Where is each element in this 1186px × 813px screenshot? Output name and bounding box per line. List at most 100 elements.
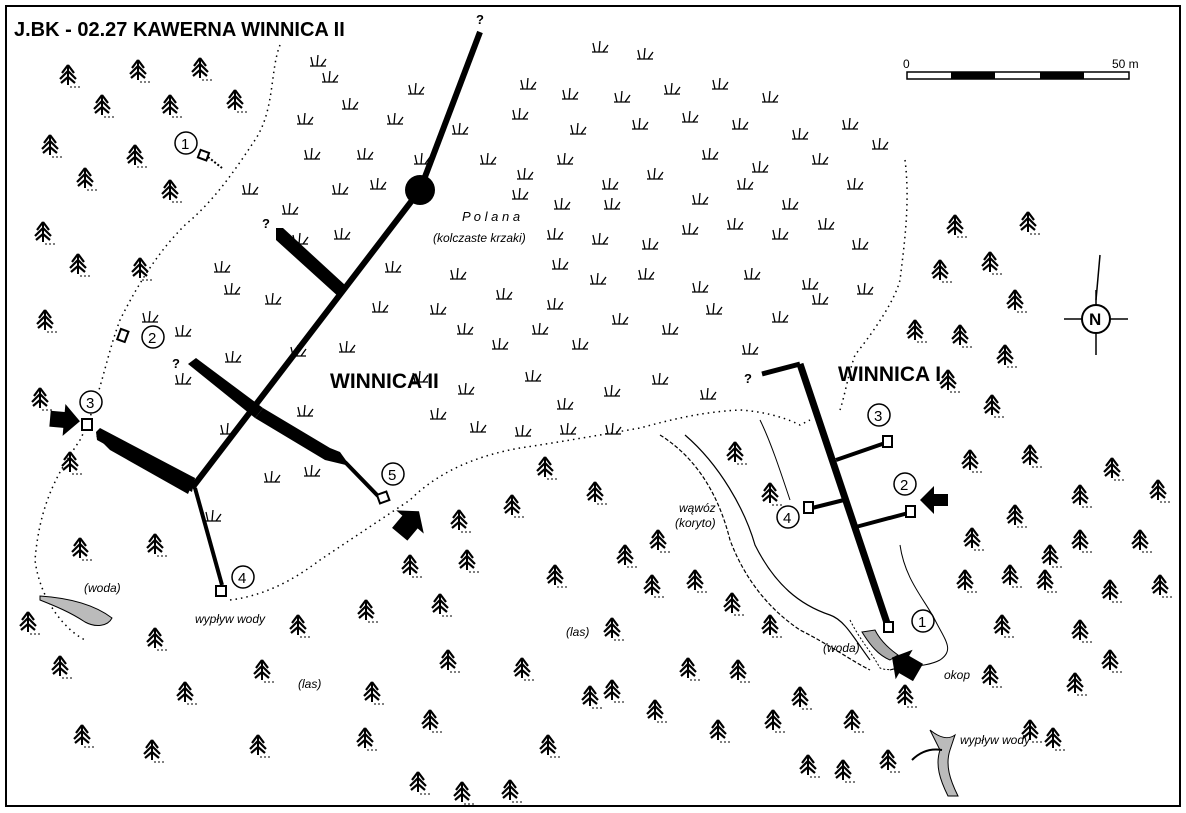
bush-icon	[557, 397, 574, 410]
bush-icon	[430, 302, 447, 315]
tree-icon	[1071, 484, 1094, 508]
bush-icon	[562, 87, 579, 100]
bush-icon	[339, 340, 356, 353]
bush-icon	[742, 342, 759, 355]
bush-icon	[712, 77, 729, 90]
bush-icon	[304, 464, 321, 477]
svg-text:2: 2	[148, 330, 156, 347]
tree-icon	[963, 527, 986, 551]
svg-text:4: 4	[783, 510, 791, 527]
svg-text:4: 4	[238, 570, 246, 587]
tree-icon	[764, 709, 787, 733]
tree-icon	[69, 253, 92, 277]
bush-icon	[512, 187, 529, 200]
tree-symbols	[19, 57, 1174, 805]
svg-text:1: 1	[181, 136, 189, 153]
entrance-label-w1-3: 3	[867, 403, 891, 427]
bush-icon	[458, 382, 475, 395]
map-title: J.BK - 02.27 KAWERNA WINNICA II	[14, 19, 345, 41]
bush-icon	[357, 147, 374, 160]
tree-icon	[1101, 649, 1124, 673]
bush-icon	[297, 112, 314, 125]
svg-text:2: 2	[900, 477, 908, 494]
bush-icon	[647, 167, 664, 180]
tree-icon	[946, 214, 969, 238]
entrance-markers-w2	[81, 148, 391, 597]
tree-icon	[176, 681, 199, 705]
bush-icon	[304, 147, 321, 160]
bush-icon	[612, 312, 629, 325]
scale-end-label: 50 m	[1112, 57, 1139, 71]
bush-icon	[852, 237, 869, 250]
tree-icon	[357, 599, 380, 623]
tree-icon	[1149, 479, 1172, 503]
bush-icon	[700, 387, 717, 400]
bush-icon	[452, 122, 469, 135]
riverbed-label: (koryto)	[675, 516, 716, 530]
tree-icon	[761, 614, 784, 638]
tree-icon	[19, 611, 42, 635]
bush-icon	[387, 112, 404, 125]
bush-icon	[637, 47, 654, 60]
bush-icon	[264, 470, 281, 483]
tunnel-system-winnica-1	[761, 361, 913, 628]
tree-icon	[686, 569, 709, 593]
tree-icon	[536, 456, 559, 480]
tree-icon	[1071, 529, 1094, 553]
tree-icon	[93, 94, 116, 118]
bush-icon	[857, 282, 874, 295]
tree-icon	[131, 257, 154, 281]
bush-icon	[727, 217, 744, 230]
tree-icon	[679, 657, 702, 681]
winnica-1-label: WINNICA I	[838, 363, 941, 386]
tree-icon	[191, 57, 214, 81]
bush-icon	[175, 324, 192, 337]
tree-icon	[146, 627, 169, 651]
bush-icon	[605, 422, 622, 435]
bush-icon	[512, 107, 529, 120]
bush-icon	[802, 277, 819, 290]
tree-icon	[709, 719, 732, 743]
tree-icon	[59, 64, 82, 88]
bush-icon	[225, 350, 242, 363]
bush-icon	[290, 344, 307, 357]
water-label-left: (woda)	[84, 581, 121, 595]
tree-icon	[791, 686, 814, 710]
bush-icon	[692, 192, 709, 205]
ravine	[659, 419, 949, 671]
tree-icon	[41, 134, 64, 158]
bush-icon	[492, 337, 509, 350]
ravine-label: wąwóz	[679, 501, 716, 515]
entrance-numbers-w1: 1 2 3 4	[776, 403, 935, 633]
spring-label-left: wypływ wody	[195, 612, 266, 626]
bush-icon	[842, 117, 859, 130]
tree-icon	[1006, 289, 1029, 313]
svg-text:?: ?	[172, 356, 180, 371]
bush-icon	[604, 384, 621, 397]
entrance-label-w1-2: 2	[893, 472, 917, 496]
bush-icon	[664, 82, 681, 95]
tree-icon	[34, 221, 57, 245]
tree-icon	[126, 144, 149, 168]
bush-icon	[642, 237, 659, 250]
trench-label: okop	[944, 668, 970, 682]
tree-icon	[249, 734, 272, 758]
bush-icon	[480, 152, 497, 165]
tree-icon	[71, 537, 94, 561]
bush-icon	[818, 217, 835, 230]
tree-icon	[1066, 672, 1089, 696]
bush-icon	[372, 300, 389, 313]
bush-icon	[772, 310, 789, 323]
bush-icon	[175, 372, 192, 385]
entrance-label-w2-1: 1	[174, 131, 198, 155]
bush-icon	[322, 70, 339, 83]
tree-icon	[1103, 457, 1126, 481]
unknown-continuation-marks: ? ? ? ?	[172, 12, 752, 386]
tree-icon	[586, 481, 609, 505]
bush-icon	[752, 160, 769, 173]
bush-icon	[812, 292, 829, 305]
tree-icon	[726, 441, 749, 465]
bush-icon	[520, 77, 537, 90]
entrance-label-w1-1: 1	[911, 609, 935, 633]
